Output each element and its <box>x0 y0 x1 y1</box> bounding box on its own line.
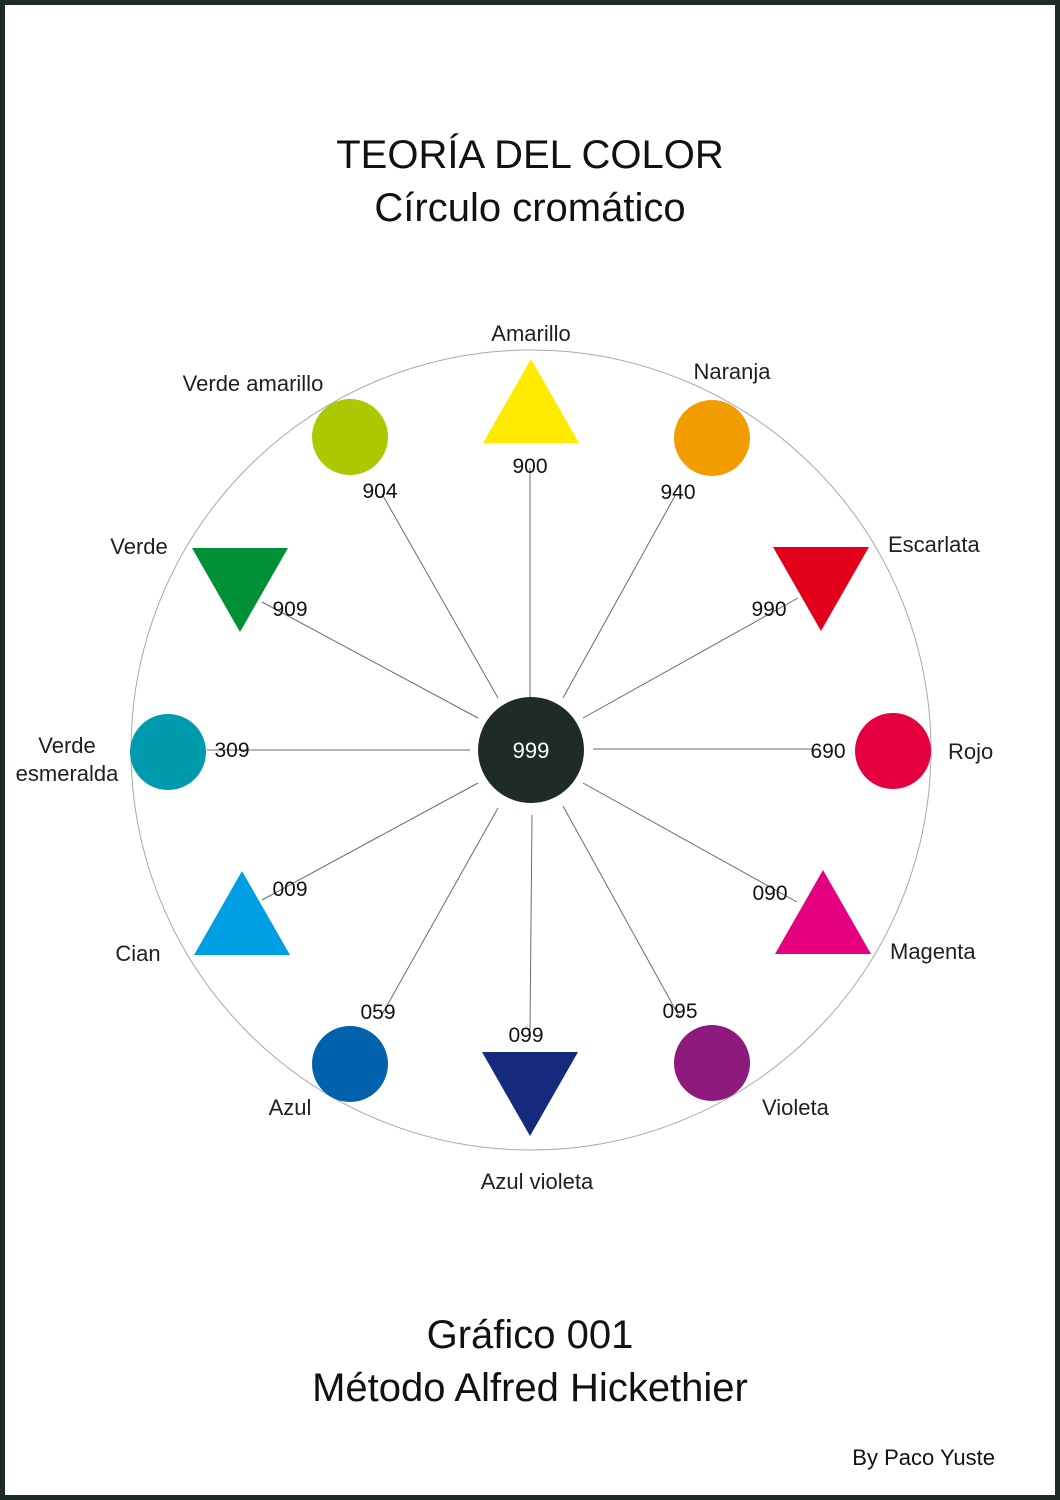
swatch-violeta <box>674 1025 750 1101</box>
page-title: TEORÍA DEL COLOR <box>336 133 724 177</box>
label-line: Violeta <box>762 1095 830 1120</box>
swatch-azul <box>312 1026 388 1102</box>
label-line: Azul violeta <box>481 1169 594 1194</box>
label-line: Azul <box>269 1095 312 1120</box>
spoke-violeta <box>562 805 681 1019</box>
swatch-naranja <box>674 400 750 476</box>
swatch-verde-amarillo <box>312 399 388 475</box>
label-line: Naranja <box>693 359 771 384</box>
label-verde-amarillo: Verde amarillo <box>183 371 324 396</box>
spoke-naranja <box>562 493 677 699</box>
swatch-azul-violeta <box>482 1052 578 1136</box>
label-line: esmeralda <box>16 761 119 786</box>
swatch-amarillo <box>483 359 579 443</box>
label-cian: Cian <box>115 941 160 966</box>
label-violeta: Violeta <box>762 1095 830 1120</box>
center-code: 999 <box>513 738 550 763</box>
credit: By Paco Yuste <box>852 1445 995 1470</box>
footer-subtitle: Método Alfred Hickethier <box>312 1366 748 1410</box>
label-naranja: Naranja <box>693 359 771 384</box>
page-subtitle: Círculo cromático <box>374 186 686 230</box>
label-verde: Verde <box>110 534 168 559</box>
swatch-rojo <box>855 713 931 789</box>
spoke-azul-violeta <box>529 814 533 1031</box>
code-amarillo: 900 <box>512 455 547 478</box>
label-line: Magenta <box>890 939 976 964</box>
swatch-cian <box>194 871 290 955</box>
label-line: Verde <box>110 534 168 559</box>
code-verde-esmeralda: 309 <box>214 739 249 762</box>
swatch-escarlata <box>773 547 869 631</box>
spoke-azul <box>379 807 499 1019</box>
label-azul-violeta: Azul violeta <box>481 1169 594 1194</box>
label-line: Cian <box>115 941 160 966</box>
spoke-escarlata <box>582 597 799 719</box>
code-verde-amarillo: 904 <box>362 480 397 503</box>
code-cian: 009 <box>272 878 307 901</box>
label-line: Verde amarillo <box>183 371 324 396</box>
spoke-verde-amarillo <box>381 493 499 699</box>
label-line: Amarillo <box>491 321 570 346</box>
spoke-cian <box>261 782 479 901</box>
code-verde: 909 <box>272 598 307 621</box>
label-amarillo: Amarillo <box>491 321 570 346</box>
code-naranja: 940 <box>660 481 695 504</box>
swatch-verde-esmeralda <box>130 714 206 790</box>
center-circle <box>478 697 584 803</box>
label-line: Verde <box>38 733 96 758</box>
swatch-magenta <box>775 870 871 954</box>
label-azul: Azul <box>269 1095 312 1120</box>
code-escarlata: 990 <box>751 598 786 621</box>
label-rojo: Rojo <box>948 739 993 764</box>
code-magenta: 090 <box>752 882 787 905</box>
footer-title: Gráfico 001 <box>426 1313 634 1357</box>
spoke-verde <box>261 601 479 719</box>
label-line: Escarlata <box>888 532 980 557</box>
label-verde-esmeralda: Verde esmeralda <box>16 733 119 786</box>
code-rojo: 690 <box>810 740 845 763</box>
label-magenta: Magenta <box>890 939 976 964</box>
spoke-magenta <box>582 782 798 903</box>
code-violeta: 095 <box>662 1000 697 1023</box>
code-azul: 059 <box>360 1001 395 1024</box>
label-line: Rojo <box>948 739 993 764</box>
label-escarlata: Escarlata <box>888 532 980 557</box>
code-azul-violeta: 099 <box>508 1024 543 1047</box>
swatch-verde <box>192 548 288 632</box>
